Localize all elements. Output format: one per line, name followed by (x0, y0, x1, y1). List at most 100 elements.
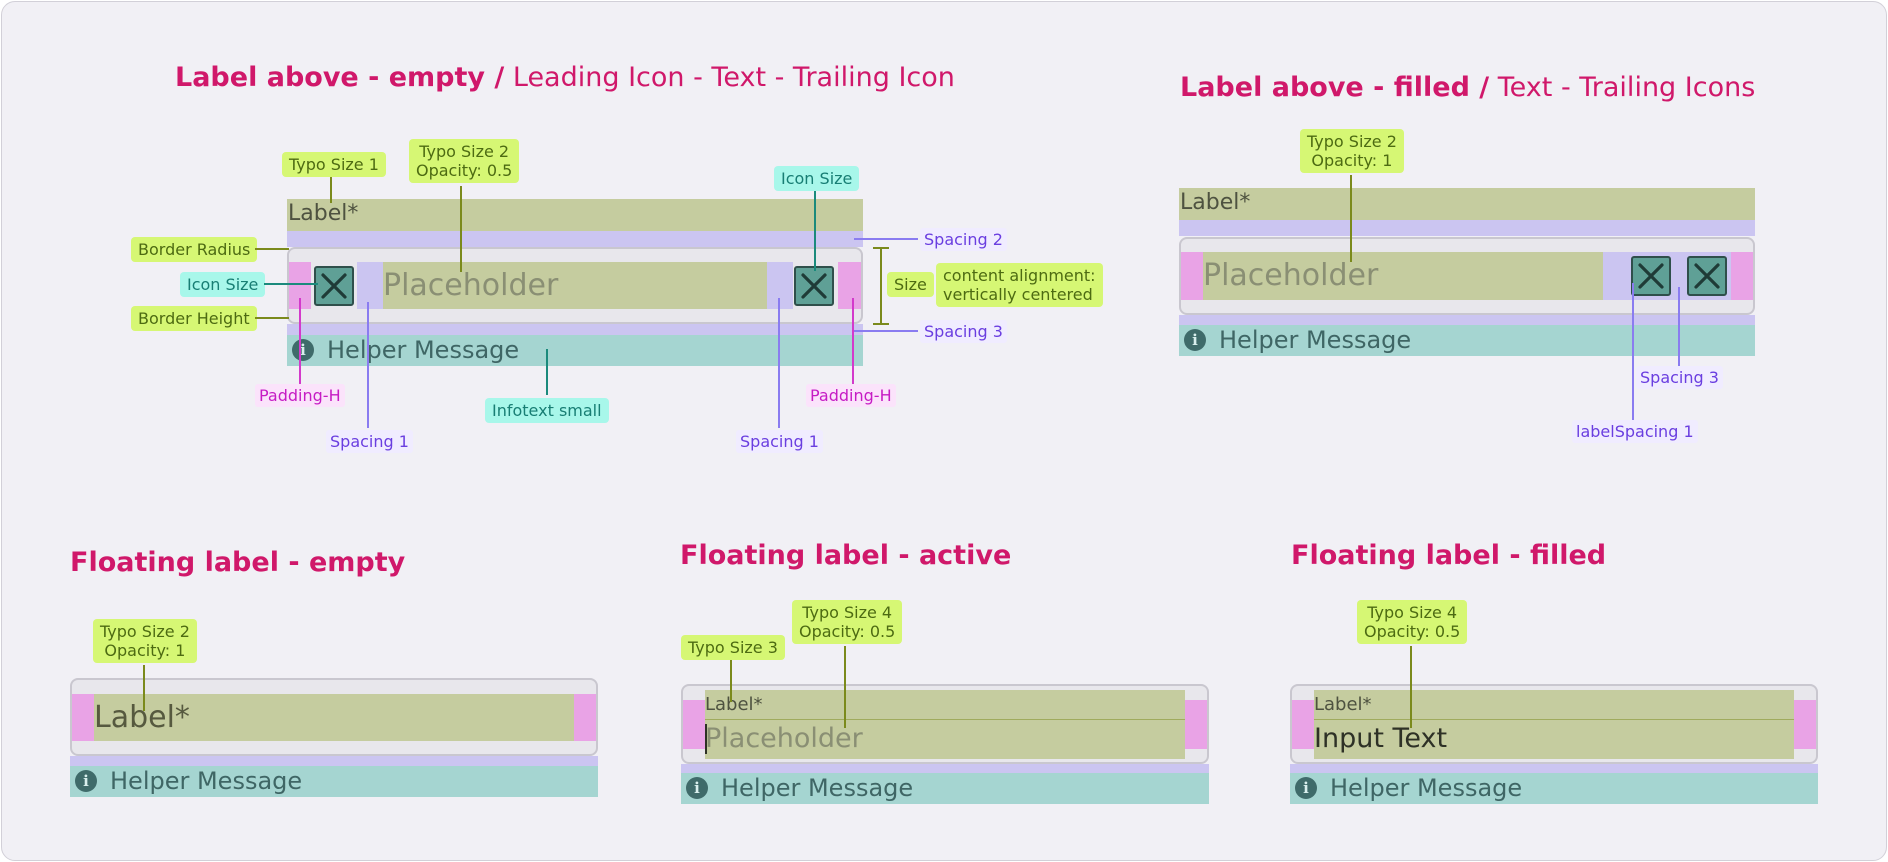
leader-line (255, 248, 289, 250)
annotation-icon-size: Icon Size (774, 166, 860, 191)
floating-label: Label* (94, 700, 190, 735)
spacing-3-area (70, 756, 598, 766)
title-bold: Label above - empty / (175, 62, 505, 93)
helper-area (70, 766, 598, 797)
trailing-close-box-icon-1[interactable] (1631, 256, 1671, 296)
label-area (287, 199, 863, 231)
section-title-floating-active: Floating label - active (680, 540, 1012, 571)
leader-line (778, 298, 780, 428)
annotation-size: Size (887, 272, 934, 297)
title-normal: Text - Trailing Icons (1497, 72, 1756, 103)
annotation-typo-size-2: Typo Size 2 Opacity: 1 (93, 619, 197, 663)
section-title-label-above-filled: Label above - filled / Text - Trailing I… (1180, 72, 1755, 104)
helper-message: Helper Message (721, 774, 914, 802)
spacing-3-area (287, 324, 863, 335)
padding-h-left (1181, 252, 1203, 300)
padding-h-right (1794, 700, 1816, 749)
leader-line (1632, 283, 1634, 422)
label-area (1179, 188, 1755, 220)
leader-line (299, 298, 301, 384)
tag-line: Typo Size 2 (100, 622, 190, 641)
info-circle-icon: i (75, 770, 97, 792)
size-bracket-bottom (873, 323, 889, 325)
annotation-padding-h-right: Padding-H (806, 384, 896, 407)
spacing-1-area-right (767, 262, 793, 309)
leading-close-box-icon[interactable] (314, 266, 354, 306)
leader-line (854, 330, 918, 332)
tag-line: Opacity: 1 (104, 641, 186, 660)
annotation-infotext-small: Infotext small (485, 398, 609, 423)
section-title-floating-empty: Floating label - empty (70, 547, 406, 578)
annotation-content-alignment: content alignment: vertically centered (936, 263, 1103, 307)
tag-line: Typo Size 2 (419, 142, 510, 161)
trailing-close-box-icon[interactable] (794, 266, 834, 306)
floating-label-small: Label* (1314, 694, 1372, 715)
padding-h-left (72, 694, 94, 741)
text-cursor (705, 724, 707, 754)
annotation-typo-size-4: Typo Size 4 Opacity: 0.5 (792, 600, 903, 644)
annotation-spacing-3: Spacing 3 (1636, 366, 1723, 389)
annotation-label-spacing-1: labelSpacing 1 (1572, 420, 1698, 443)
title-normal: Leading Icon - Text - Trailing Icon (512, 62, 955, 93)
leader-line (264, 283, 318, 285)
spacing-3-area (681, 764, 1209, 773)
info-circle-icon: i (686, 777, 708, 799)
leader-line (730, 660, 732, 702)
leader-line (844, 646, 846, 728)
leader-line (1678, 287, 1680, 367)
helper-message: Helper Message (1330, 774, 1523, 802)
label-divider (1314, 719, 1794, 720)
leader-line (1410, 646, 1412, 728)
spacing-2-area (1179, 220, 1755, 236)
text-area (1203, 252, 1603, 300)
info-circle-icon: i (292, 339, 314, 361)
size-bracket-top (873, 247, 889, 249)
section-title-label-above-empty: Label above - empty / Leading Icon - Tex… (175, 62, 955, 94)
leader-line (854, 238, 918, 240)
tag-line: Opacity: 0.5 (1364, 622, 1461, 641)
text-area (705, 690, 1185, 759)
helper-message: Helper Message (327, 336, 520, 364)
padding-h-right (574, 694, 596, 741)
section-title-floating-filled: Floating label - filled (1291, 540, 1607, 571)
annotation-typo-size-3: Typo Size 3 (681, 635, 785, 660)
leader-line (814, 191, 816, 271)
tag-line: Typo Size 4 (802, 603, 893, 622)
text-area (383, 262, 767, 309)
leader-line (546, 349, 548, 395)
leader-line (330, 177, 332, 203)
input-value: Input Text (1314, 723, 1448, 754)
tag-line: Opacity: 1 (1311, 151, 1393, 170)
leader-line (367, 302, 369, 428)
text-area (1314, 690, 1794, 759)
annotation-spacing-1-right: Spacing 1 (736, 430, 823, 453)
padding-h-right (838, 262, 861, 309)
tag-line: content alignment: (943, 266, 1096, 285)
annotation-spacing-3: Spacing 3 (920, 320, 1007, 343)
padding-h-right (1185, 700, 1207, 749)
leader-line (460, 186, 462, 272)
trailing-close-box-icon-2[interactable] (1687, 256, 1727, 296)
placeholder-text: Placeholder (1203, 258, 1379, 293)
annotation-typo-size-2: Typo Size 2 Opacity: 0.5 (409, 139, 520, 183)
helper-area (1179, 325, 1755, 356)
annotation-padding-h-left: Padding-H (255, 384, 345, 407)
helper-message: Helper Message (1219, 326, 1412, 354)
leader-line (255, 317, 289, 319)
annotation-typo-size-2: Typo Size 2 Opacity: 1 (1300, 129, 1404, 173)
helper-area (681, 773, 1209, 804)
annotation-typo-size-4: Typo Size 4 Opacity: 0.5 (1357, 600, 1468, 644)
text-area (94, 694, 574, 741)
placeholder-text: Placeholder (383, 268, 559, 303)
annotation-icon-size-left: Icon Size (180, 272, 266, 297)
spacing-3-area (1290, 764, 1818, 773)
title-bold: Label above - filled / (1180, 72, 1490, 103)
helper-area (287, 335, 863, 366)
field-label: Label* (1180, 190, 1251, 215)
floating-label-small: Label* (705, 694, 763, 715)
tag-line: Typo Size 4 (1367, 603, 1458, 622)
leader-line (1350, 175, 1352, 262)
spacing-3-area (1179, 315, 1755, 325)
leader-line (852, 298, 854, 384)
